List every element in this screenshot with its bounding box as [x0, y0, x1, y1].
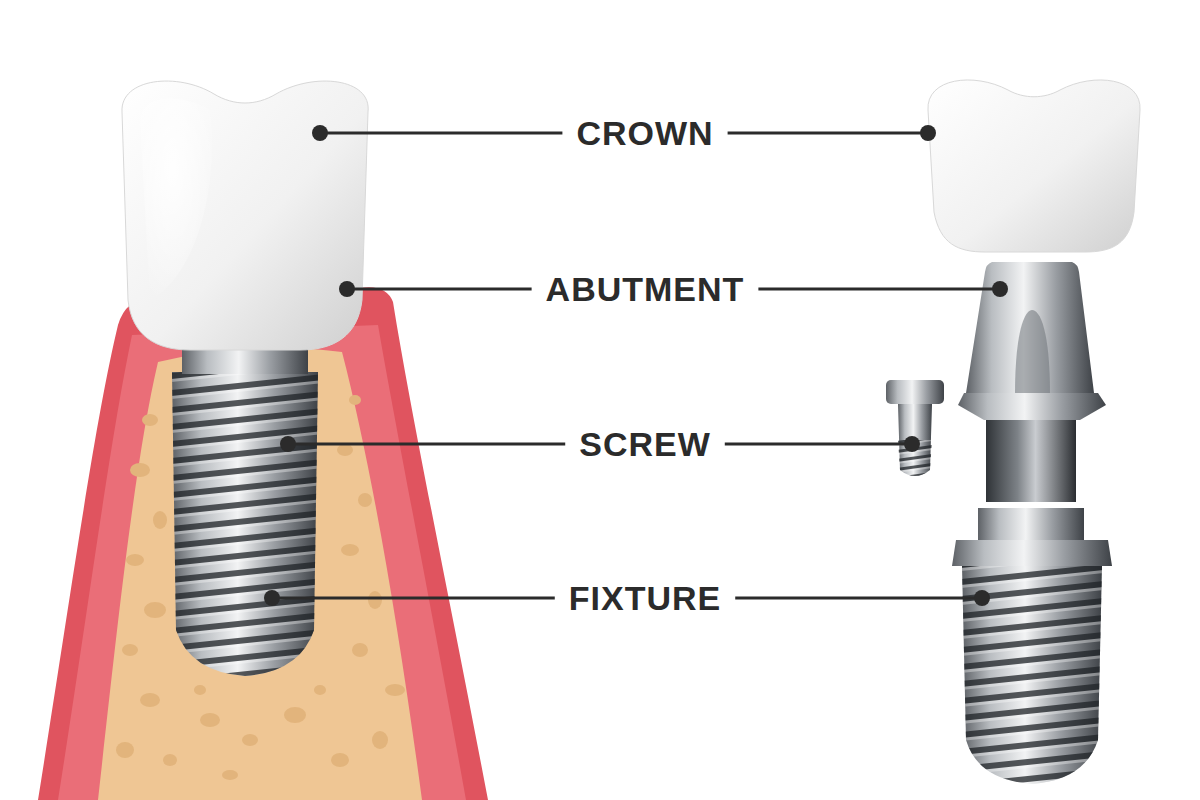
crown-tooth — [122, 81, 368, 350]
fixture-threads — [172, 372, 318, 676]
part-label: ABUTMENT — [542, 270, 749, 308]
fixture-part-collar — [952, 540, 1112, 566]
crown-shape — [122, 81, 368, 350]
abutment-post — [986, 420, 1076, 502]
screw-part — [886, 380, 944, 476]
fixture-body — [172, 372, 318, 676]
leader-dot — [264, 590, 280, 606]
screw-head — [886, 380, 944, 404]
gum-shape — [38, 287, 488, 800]
leader-dot — [992, 281, 1008, 297]
jaw-bone — [98, 348, 422, 800]
crown-part-shape — [928, 80, 1140, 252]
leader-line — [272, 597, 555, 600]
leader-dot — [904, 436, 920, 452]
screw-shaft — [898, 404, 932, 476]
fixture-part-body — [962, 566, 1102, 784]
abutment-flat — [1015, 310, 1050, 395]
abutment-flange — [958, 393, 1106, 420]
fixture-part-top — [978, 508, 1084, 540]
implant-fixture — [172, 338, 318, 676]
gum-inner — [58, 325, 466, 800]
leader-dot — [920, 125, 936, 141]
leader-dot — [280, 436, 296, 452]
part-label: SCREW — [575, 425, 715, 463]
leader-line — [735, 597, 982, 600]
leader-lines — [264, 125, 1008, 606]
leader-line — [347, 288, 532, 291]
leader-dot — [312, 125, 328, 141]
bone-shape — [98, 348, 422, 800]
part-label: FIXTURE — [565, 579, 725, 617]
fixture-part — [952, 508, 1112, 784]
fixture-part-threads — [962, 566, 1102, 784]
gum-tissue — [38, 287, 488, 800]
leader-line — [288, 443, 565, 446]
leader-line — [725, 443, 912, 446]
crown-shine — [140, 99, 212, 300]
crown-part — [928, 80, 1140, 252]
leader-line — [320, 132, 562, 135]
part-label: CROWN — [572, 114, 717, 152]
leader-dot — [974, 590, 990, 606]
abutment-part — [958, 262, 1106, 502]
leader-line — [758, 288, 1000, 291]
leader-dot — [339, 281, 355, 297]
leader-line — [728, 132, 928, 135]
